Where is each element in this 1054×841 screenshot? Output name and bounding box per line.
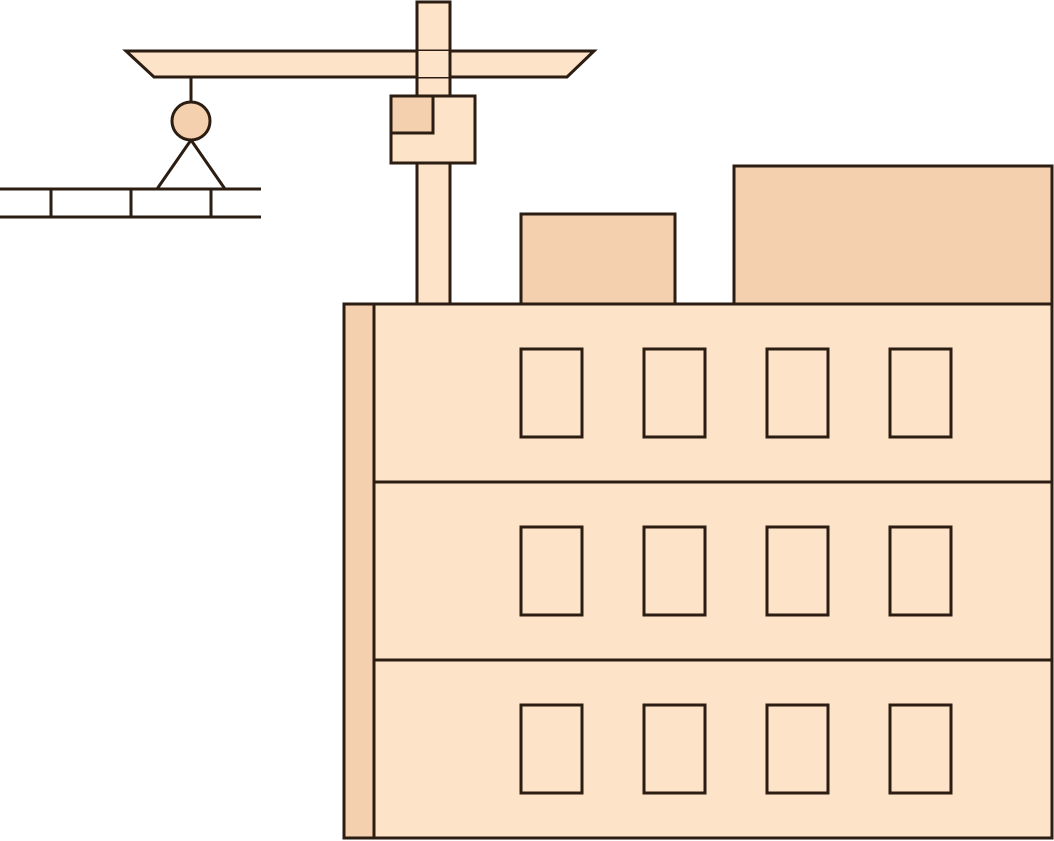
tower-crane-icon: [122, 0, 598, 306]
window-grid: [519, 347, 953, 795]
window-icon: [642, 703, 707, 795]
window-icon: [888, 525, 953, 617]
window-icon: [519, 703, 584, 795]
window-icon: [642, 525, 707, 617]
steel-beam-icon: [0, 187, 261, 219]
hook-sling-right: [189, 139, 227, 190]
window-icon: [765, 703, 830, 795]
rooftop-block-icon: [519, 212, 677, 306]
window-icon: [765, 347, 830, 439]
crane-cab-window: [389, 94, 435, 135]
hook-ball: [170, 100, 212, 142]
window-icon: [519, 347, 584, 439]
window-icon: [765, 525, 830, 617]
rooftop-block-icon: [732, 164, 1054, 306]
building-side-edge: [342, 302, 376, 840]
crane-mast-overlay: [417, 51, 450, 77]
window-icon: [888, 347, 953, 439]
window-icon: [888, 703, 953, 795]
hook-sling-left: [155, 139, 193, 190]
crane-hook-icon: [155, 77, 227, 190]
building-icon: [342, 302, 1054, 840]
crane-jib: [122, 49, 598, 79]
window-icon: [519, 525, 584, 617]
window-icon: [642, 347, 707, 439]
